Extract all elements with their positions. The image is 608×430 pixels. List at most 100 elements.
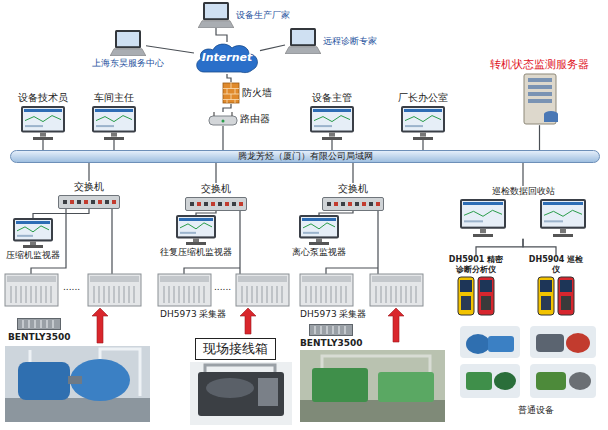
monitor-base: [33, 137, 53, 140]
plant-floor: [5, 398, 150, 422]
chiller-photo: [190, 362, 292, 425]
screen-trace: [17, 226, 49, 232]
collector: [158, 274, 211, 306]
node-label: 上海东昊服务中心: [92, 58, 164, 69]
ellipsis: ......: [214, 282, 231, 293]
workstation: 设备技术员: [18, 92, 68, 140]
network-link: [227, 74, 231, 82]
monitor-frame: [21, 106, 65, 133]
collector-wire: [31, 205, 378, 274]
node-label: DH5904 巡检仪: [528, 255, 584, 274]
router-antenna: [214, 112, 232, 116]
monitor-icon: [92, 106, 136, 140]
ellipsis: ......: [63, 282, 80, 293]
signal-arrow: [92, 308, 108, 343]
pcs-icon: [448, 199, 598, 239]
monitor-base: [104, 137, 124, 140]
group-label: 普通设备: [518, 405, 554, 416]
monitor-icon: [299, 215, 339, 245]
collector: [88, 274, 141, 306]
monitor-neck: [111, 133, 117, 137]
screen-header: [404, 109, 442, 112]
monitor-base: [23, 245, 43, 248]
switch-icon: [58, 195, 120, 209]
collector: [5, 274, 58, 306]
node-label: 交换机: [201, 183, 231, 195]
node-label: 压缩机监视器: [6, 250, 60, 261]
firewall-bricks: [223, 83, 239, 103]
monitor-screen: [301, 217, 337, 236]
plant-photo: [300, 350, 445, 422]
switch-port: [91, 200, 95, 204]
screen-trace: [405, 116, 441, 122]
signal-arrow: [388, 308, 404, 342]
laptop-client: 远程诊断专家: [285, 28, 377, 54]
node-label: 交换机: [338, 183, 368, 195]
junction-box: 现场接线箱: [195, 338, 276, 360]
monitor-frame: [13, 218, 53, 241]
cloud-outline: [197, 44, 258, 73]
router: 路由器: [208, 112, 270, 126]
monitor-frame: [92, 106, 136, 133]
router-icon: [208, 112, 238, 126]
node-label: BENTLY3500: [300, 338, 363, 349]
handheld-icon: [536, 276, 576, 316]
node-label: 离心泵监视器: [292, 247, 346, 258]
laptop-icon: [110, 30, 146, 56]
screen-trace: [303, 223, 335, 229]
monitor-neck: [560, 228, 566, 233]
node-label: DH5901 精密诊断分析仪: [448, 255, 504, 274]
screen-trace: [314, 116, 350, 122]
network-link: [222, 126, 223, 150]
monitor-frame: [460, 199, 506, 229]
node-label: 往复压缩机监视器: [160, 247, 232, 258]
monitor-base: [186, 242, 206, 245]
laptop-icon: [285, 28, 321, 54]
switch-port: [376, 202, 380, 206]
node-label: 转机状态监测服务器: [490, 58, 589, 71]
lan-bus: 腾龙芳烃（厦门）有限公司局域网: [10, 150, 600, 163]
network-link: [113, 140, 114, 150]
switch-port: [70, 200, 74, 204]
node-label: 交换机: [74, 181, 104, 193]
router-led: [222, 120, 225, 123]
network-switch: 交换机: [322, 183, 384, 211]
laptop-client: 上海东昊服务中心: [92, 30, 164, 69]
switch-port: [232, 202, 236, 206]
monitor-screen: [23, 108, 63, 131]
compressor-pipe: [30, 349, 140, 396]
collector: [370, 274, 423, 306]
monitor-pc: 压缩机监视器: [6, 218, 60, 261]
switch-port: [225, 202, 229, 206]
switch-port: [63, 200, 67, 204]
switch-port: [348, 202, 352, 206]
screen-header: [24, 109, 62, 112]
screen-trace: [544, 210, 582, 216]
handheld-device: [558, 277, 574, 315]
network-link: [331, 140, 332, 150]
monitor-screen: [178, 217, 214, 236]
monitor-icon: [13, 218, 53, 248]
monitor-base: [473, 234, 493, 237]
handheld-device: [458, 277, 474, 315]
data-station: 巡检数据回收站: [448, 186, 598, 239]
plant-photo: [5, 346, 150, 422]
monitor-neck: [329, 133, 335, 137]
screen-panel: [303, 232, 319, 234]
screen-panel: [314, 125, 332, 127]
switch-port: [197, 202, 201, 206]
station-pc: [540, 199, 586, 237]
switch-port: [355, 202, 359, 206]
chiller-pipe: [205, 365, 275, 372]
monitor-screen: [94, 108, 134, 131]
firewall-icon: [222, 82, 240, 104]
monitor-screen: [15, 220, 51, 239]
switch-port: [334, 202, 338, 206]
network-link: [476, 239, 523, 255]
monitor-base: [553, 234, 573, 237]
monitor-frame: [176, 215, 216, 238]
collector: [300, 274, 353, 306]
bently-rack: BENTLY3500: [300, 324, 363, 349]
laptop-base: [285, 47, 321, 54]
handheld-icon: [456, 276, 496, 316]
